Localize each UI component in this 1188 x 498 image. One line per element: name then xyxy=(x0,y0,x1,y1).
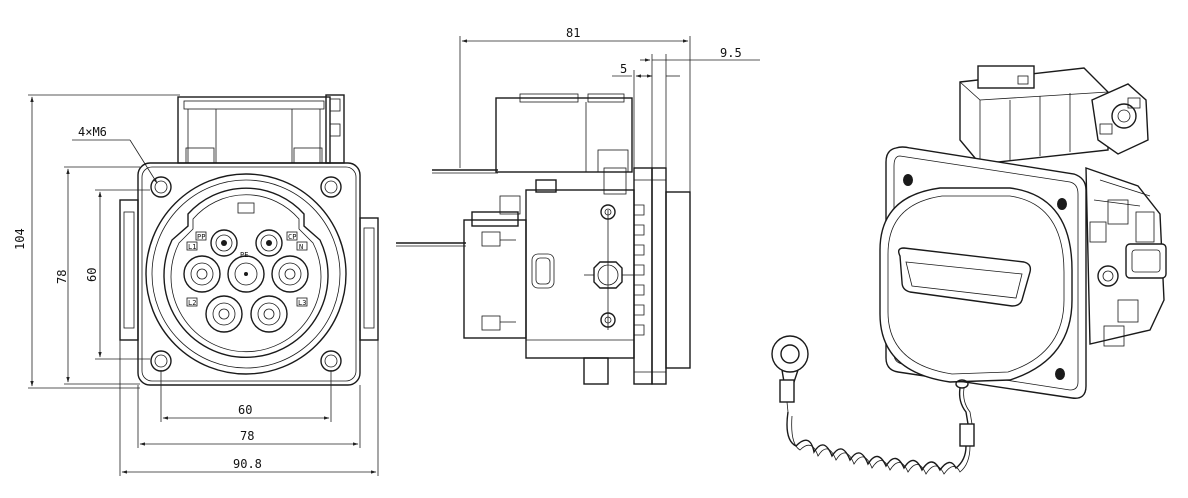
side-rear-connector xyxy=(463,195,527,339)
dim-step-a: 5 xyxy=(612,62,680,168)
side-flange xyxy=(633,167,691,385)
iso-cover-hinge xyxy=(955,379,973,425)
iso-protective-cover xyxy=(879,187,1073,383)
iso-view xyxy=(771,65,1167,475)
pin-pp xyxy=(210,229,238,257)
dim-length: 81 xyxy=(459,26,691,192)
side-main-body xyxy=(525,167,635,385)
front-flange-plate xyxy=(137,162,361,386)
side-top-housing xyxy=(495,93,633,173)
pin-cp xyxy=(255,229,283,257)
dim-width-total-text: 90.8 xyxy=(233,457,262,471)
pin-label-l2: L2 xyxy=(188,299,196,307)
pin-n xyxy=(271,255,309,293)
dim-step-b: 9.5 xyxy=(640,46,760,168)
pin-pe xyxy=(227,255,265,293)
side-view: 81 9.5 5 xyxy=(396,26,760,385)
dim-width-inner-text: 60 xyxy=(238,403,252,417)
pin-label-pp: PP xyxy=(197,233,205,241)
dim-step-a-text: 5 xyxy=(620,62,627,76)
front-view: PP CP PE L1 N L2 L3 4×M6 104 xyxy=(13,94,379,476)
dim-height-total: 104 xyxy=(13,94,180,389)
mounting-holes xyxy=(150,176,342,372)
front-side-tabs xyxy=(119,199,379,341)
iso-ring-terminal xyxy=(771,335,809,413)
side-fins xyxy=(633,204,645,336)
callout-m6: 4×M6 xyxy=(72,125,158,184)
dim-width-outer: 78 xyxy=(137,385,361,448)
pin-label-pe: PE xyxy=(240,251,248,259)
socket-face: PP CP PE L1 N L2 L3 xyxy=(145,173,347,375)
dim-width-total: 90.8 xyxy=(119,340,379,476)
pin-label-cp: CP xyxy=(288,233,296,241)
iso-coiled-cord xyxy=(786,411,975,475)
dim-length-text: 81 xyxy=(566,26,580,40)
side-wires xyxy=(396,169,498,247)
pin-l1 xyxy=(183,255,221,293)
pin-label-n: N xyxy=(299,243,303,251)
iso-rear-body xyxy=(1085,167,1167,347)
dim-height-outer: 78 xyxy=(55,166,140,385)
dim-width-outer-text: 78 xyxy=(240,429,254,443)
front-top-housing xyxy=(177,94,345,164)
dim-height-inner: 60 xyxy=(85,189,150,360)
iso-top-housing xyxy=(959,65,1149,165)
pin-label-l1: L1 xyxy=(188,243,196,251)
dim-height-total-text: 104 xyxy=(13,228,27,250)
pin-label-l3: L3 xyxy=(298,299,306,307)
pin-l3 xyxy=(250,295,288,333)
dim-width-inner: 60 xyxy=(160,370,332,422)
pin-l2 xyxy=(205,295,243,333)
dim-step-b-text: 9.5 xyxy=(720,46,742,60)
dim-height-outer-text: 78 xyxy=(55,270,69,284)
callout-m6-text: 4×M6 xyxy=(78,125,107,139)
dim-height-inner-text: 60 xyxy=(85,268,99,282)
